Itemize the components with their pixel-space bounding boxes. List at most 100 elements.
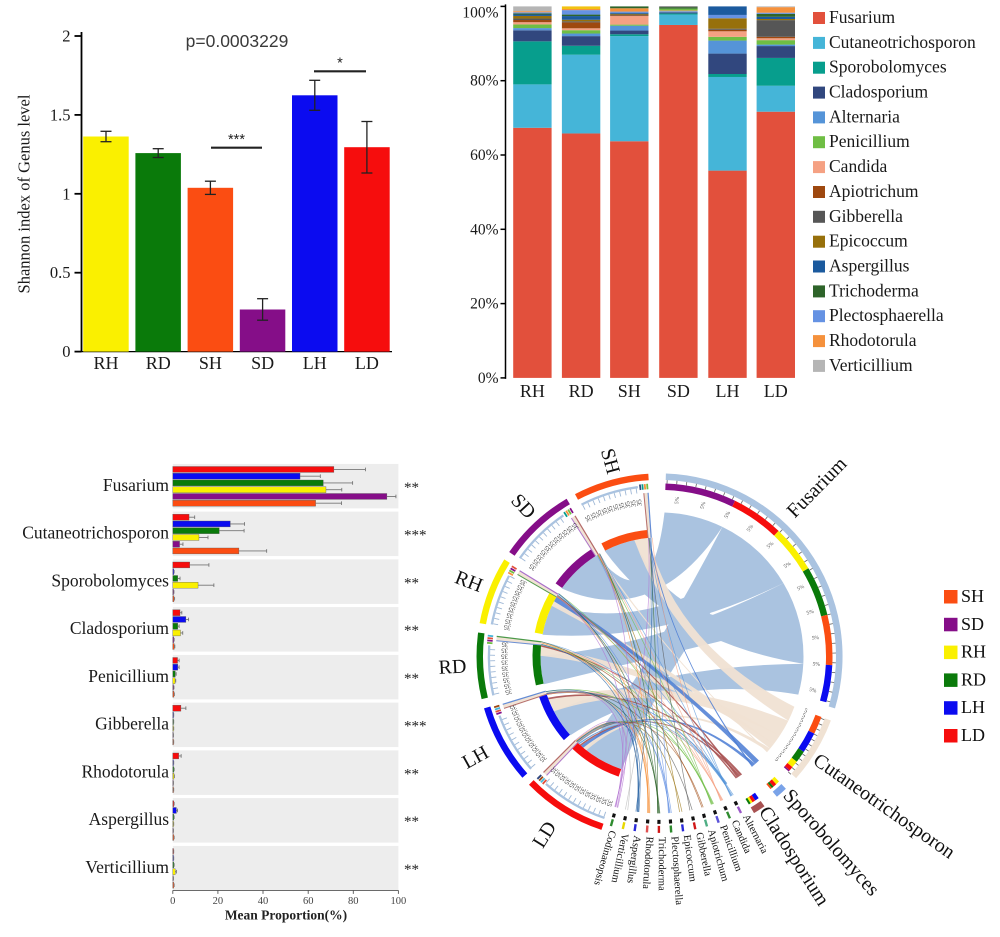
svg-text:**: ** <box>404 862 419 878</box>
svg-text:SD: SD <box>251 353 274 373</box>
svg-text:35: 35 <box>504 617 513 626</box>
svg-text:5%: 5% <box>796 584 806 593</box>
svg-text:35: 35 <box>572 783 582 793</box>
svg-text:35: 35 <box>509 599 518 608</box>
svg-text:35: 35 <box>501 640 509 648</box>
svg-text:LH: LH <box>716 381 740 401</box>
svg-text:1.5: 1.5 <box>50 105 71 124</box>
svg-text:Candida: Candida <box>829 156 888 176</box>
svg-text:5: 5 <box>801 713 806 720</box>
svg-text:35: 35 <box>531 557 541 567</box>
svg-text:5%: 5% <box>746 523 755 533</box>
svg-text:5%: 5% <box>766 540 776 550</box>
svg-text:35: 35 <box>601 506 610 515</box>
svg-text:Epicoccum: Epicoccum <box>829 231 908 251</box>
svg-text:35: 35 <box>539 548 549 558</box>
svg-text:35: 35 <box>589 511 598 521</box>
svg-text:40: 40 <box>258 896 269 907</box>
svg-text:RH: RH <box>961 642 986 662</box>
svg-text:5%: 5% <box>700 501 708 510</box>
svg-text:Plectosphaerella: Plectosphaerella <box>669 836 685 906</box>
svg-text:RH: RH <box>520 381 545 401</box>
svg-text:35: 35 <box>537 753 547 763</box>
svg-text:Cutaneotrichosporon: Cutaneotrichosporon <box>829 32 976 52</box>
svg-text:Plectosphaerella: Plectosphaerella <box>829 305 944 325</box>
svg-text:5: 5 <box>792 731 798 738</box>
svg-text:35: 35 <box>582 789 592 799</box>
svg-text:5%: 5% <box>812 661 820 667</box>
svg-text:**: ** <box>404 671 419 687</box>
svg-text:SH: SH <box>961 586 984 606</box>
svg-text:LD: LD <box>764 381 788 401</box>
svg-text:RD: RD <box>961 669 986 689</box>
svg-text:RD: RD <box>146 353 171 373</box>
svg-text:Apiotrichum: Apiotrichum <box>829 181 919 201</box>
svg-text:Cutaneotrichosporon: Cutaneotrichosporon <box>22 523 169 543</box>
svg-text:LD: LD <box>355 353 379 373</box>
svg-text:35: 35 <box>624 500 632 509</box>
svg-text:Penicillium: Penicillium <box>829 131 910 151</box>
svg-text:5%: 5% <box>674 496 681 504</box>
svg-text:SH: SH <box>596 446 624 477</box>
svg-text:20: 20 <box>213 896 224 907</box>
svg-text:Alternaria: Alternaria <box>829 106 900 126</box>
svg-text:0.5: 0.5 <box>50 263 71 282</box>
svg-text:5: 5 <box>797 722 802 729</box>
svg-text:5: 5 <box>794 727 800 734</box>
svg-text:**: ** <box>404 766 419 782</box>
svg-text:35: 35 <box>503 623 512 631</box>
svg-text:**: ** <box>404 480 419 496</box>
svg-text:35: 35 <box>543 543 553 553</box>
svg-text:35: 35 <box>567 780 577 790</box>
svg-text:35: 35 <box>612 503 621 512</box>
svg-text:5%: 5% <box>806 609 815 617</box>
svg-text:Sporobolomyces: Sporobolomyces <box>51 570 169 590</box>
svg-text:RD: RD <box>569 381 594 401</box>
svg-text:35: 35 <box>530 744 540 754</box>
svg-text:35: 35 <box>505 611 514 620</box>
svg-text:35: 35 <box>593 794 602 804</box>
svg-text:35: 35 <box>501 658 509 665</box>
svg-text:5%: 5% <box>812 635 820 642</box>
svg-text:1: 1 <box>62 184 70 203</box>
svg-text:35: 35 <box>630 499 638 507</box>
svg-text:35: 35 <box>556 531 566 541</box>
svg-text:35: 35 <box>500 646 508 653</box>
svg-text:100: 100 <box>391 896 407 907</box>
svg-text:Aspergillus: Aspergillus <box>89 809 170 829</box>
svg-text:Fusarium: Fusarium <box>103 475 170 495</box>
svg-text:RH: RH <box>93 353 118 373</box>
svg-text:Trichoderma: Trichoderma <box>829 280 919 300</box>
svg-text:35: 35 <box>551 535 561 545</box>
svg-text:35: 35 <box>566 524 576 534</box>
svg-text:Shannon index of Genus level: Shannon index of Genus level <box>15 94 34 293</box>
svg-text:0: 0 <box>170 896 175 907</box>
svg-text:5%: 5% <box>808 687 817 695</box>
svg-text:35: 35 <box>618 501 627 510</box>
svg-text:35: 35 <box>584 513 594 523</box>
svg-text:5%: 5% <box>783 561 793 570</box>
svg-text:35: 35 <box>511 594 521 603</box>
svg-text:35: 35 <box>508 703 517 712</box>
svg-text:35: 35 <box>504 687 513 695</box>
svg-text:40%: 40% <box>470 221 499 238</box>
svg-text:35: 35 <box>517 724 527 734</box>
svg-text:RH: RH <box>452 567 486 598</box>
svg-text:2: 2 <box>62 27 70 46</box>
svg-text:Gibberella: Gibberella <box>95 714 169 734</box>
svg-text:35: 35 <box>577 786 587 796</box>
svg-text:SH: SH <box>618 381 641 401</box>
svg-text:Cladosporium: Cladosporium <box>70 618 170 638</box>
svg-text:**: ** <box>404 623 419 639</box>
svg-text:SH: SH <box>199 353 222 373</box>
svg-text:***: *** <box>404 528 427 544</box>
svg-text:*: * <box>337 56 343 72</box>
svg-text:SD: SD <box>667 381 690 401</box>
svg-text:80: 80 <box>348 896 359 907</box>
svg-text:5: 5 <box>799 718 804 725</box>
svg-text:35: 35 <box>512 714 522 723</box>
svg-text:***: *** <box>404 719 427 735</box>
svg-text:0: 0 <box>62 342 70 361</box>
svg-text:Verticillium: Verticillium <box>829 355 913 375</box>
svg-text:Mean Proportion(%): Mean Proportion(%) <box>225 907 347 922</box>
